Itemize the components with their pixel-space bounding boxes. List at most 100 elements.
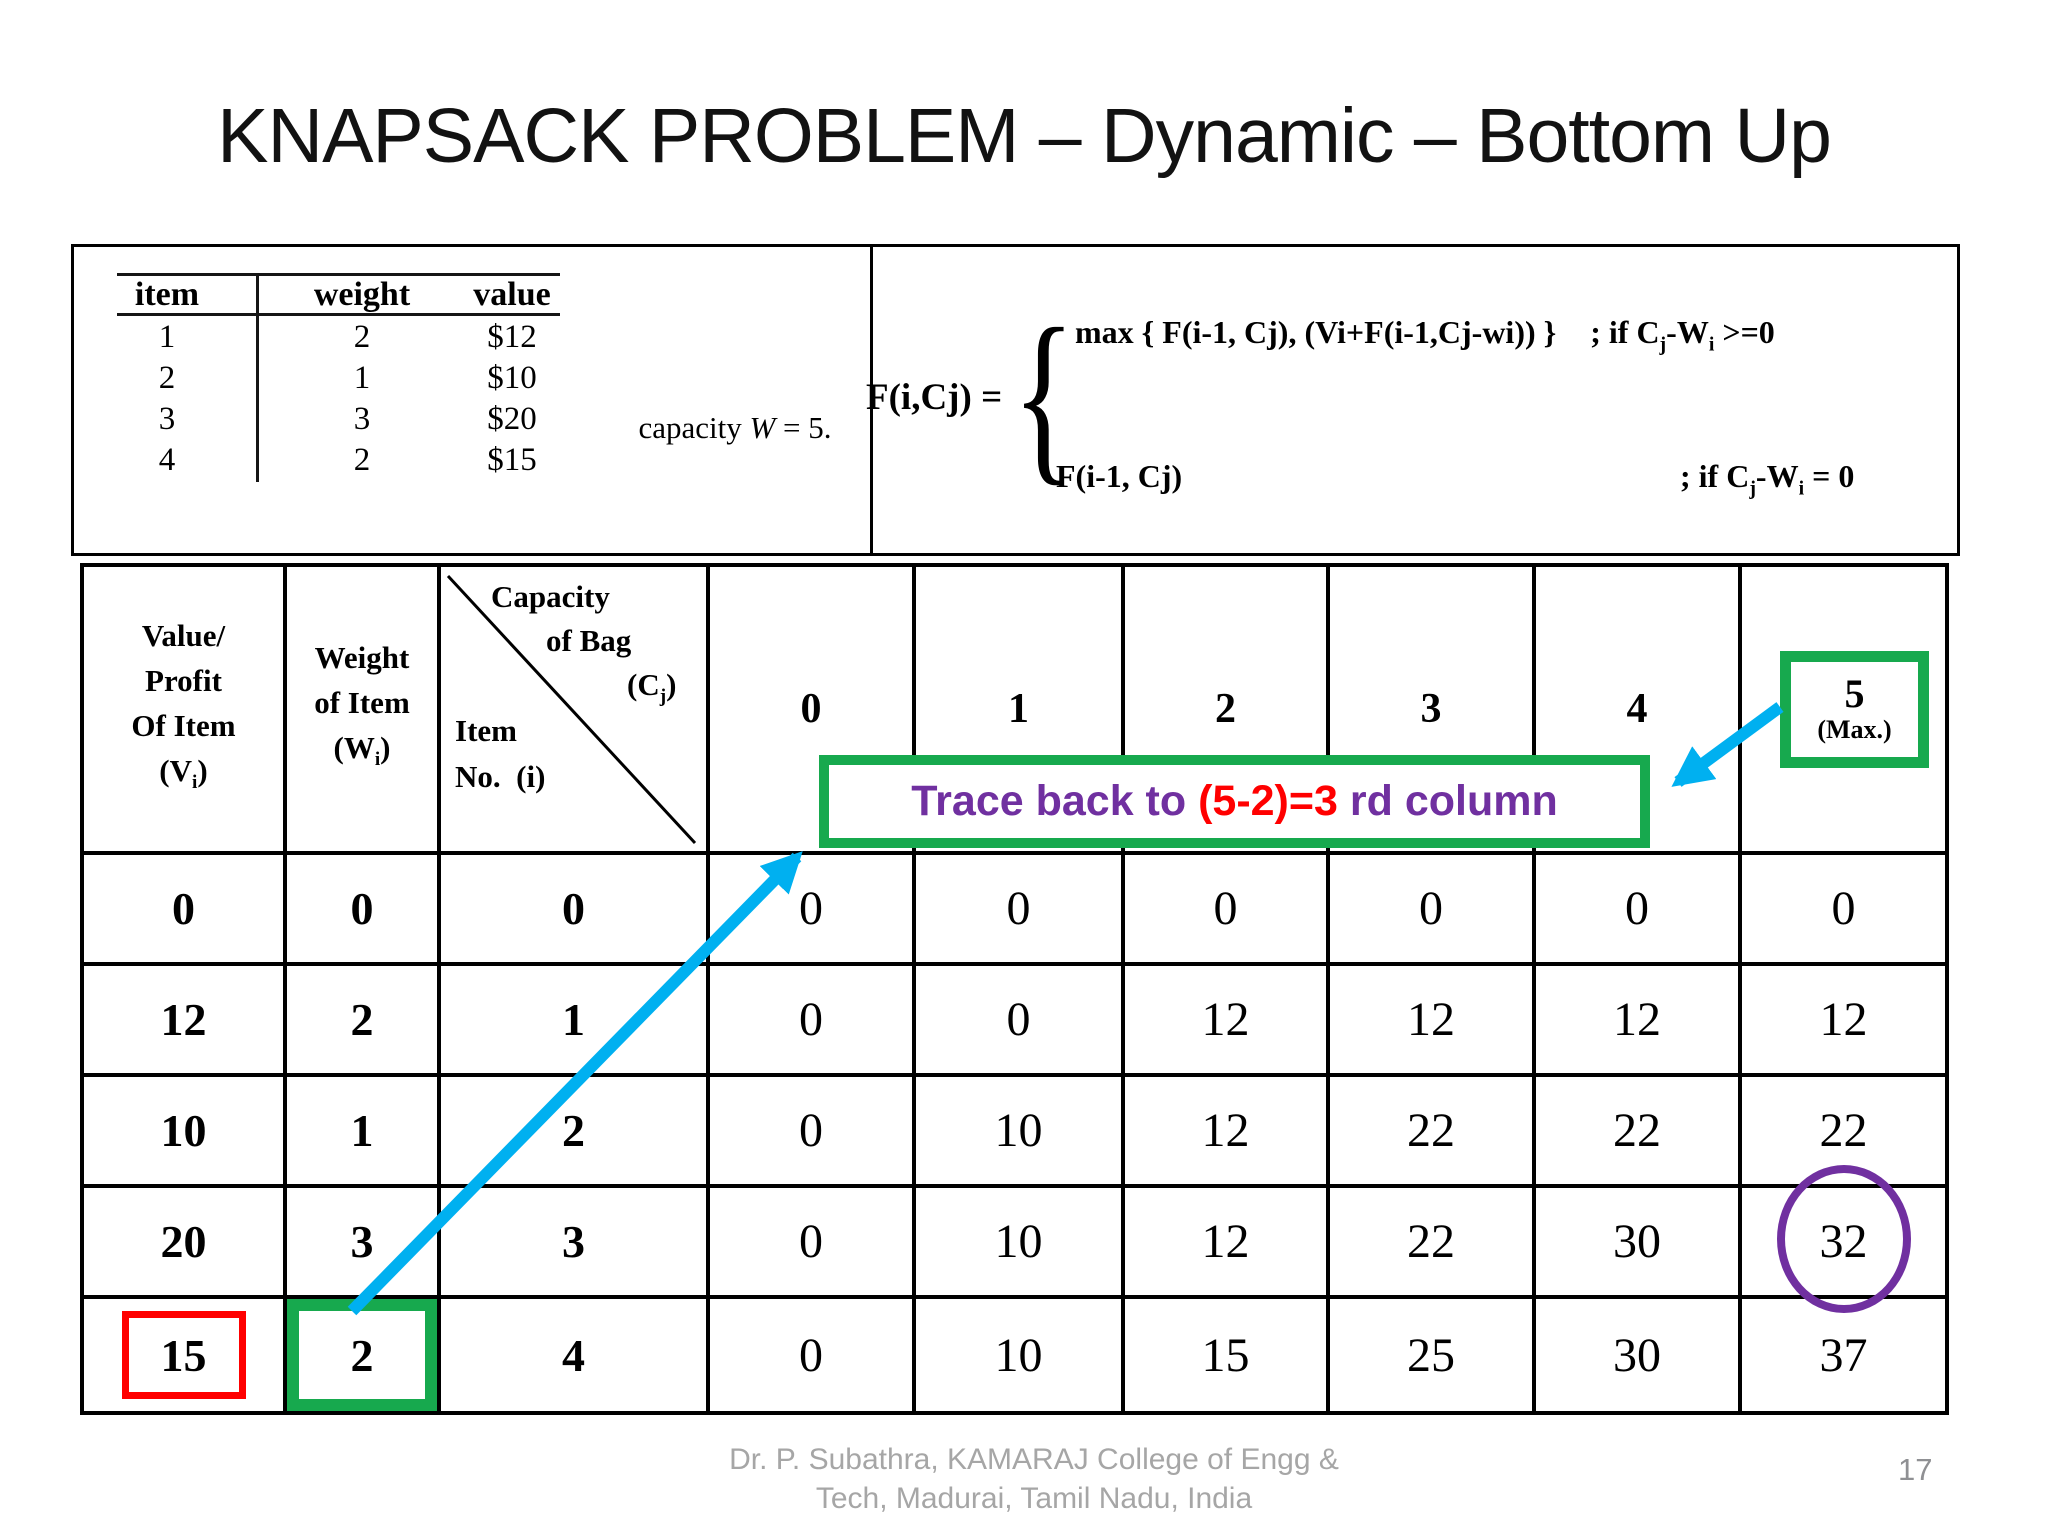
- dp-cell: 0: [912, 851, 1125, 966]
- dp-cell: 22: [1738, 1073, 1949, 1188]
- dp-itemno-cell: 4: [437, 1295, 710, 1415]
- dp-cell: 10: [912, 1184, 1125, 1299]
- dp-cell: 0: [1121, 851, 1330, 966]
- item-table-cell: 3: [158, 401, 176, 437]
- dp-cell: 22: [1532, 1073, 1742, 1188]
- item-no-label: No. (i): [455, 759, 546, 794]
- dp-cell: 32: [1738, 1164, 1949, 1313]
- capacity-label: Capacity: [491, 579, 610, 614]
- max-capacity-number: 5: [1844, 671, 1865, 716]
- item-table-row: 4 2 $15: [0, 440, 700, 480]
- item-table-cell: $20: [487, 401, 537, 437]
- capacity-item-header: Capacity of Bag (Cj) Item No. (i): [437, 563, 710, 855]
- dp-value-cell: 12: [80, 962, 287, 1077]
- weight-header: Weight of Item (Wi): [283, 563, 441, 855]
- dp-cell: 15: [1121, 1295, 1330, 1415]
- formula-case1-expr: max { F(i-1, Cj), (Vi+F(i-1,Cj-wi)) }: [1075, 314, 1557, 350]
- capacity-variable: W: [749, 410, 776, 445]
- item-table-cell: 2: [353, 442, 371, 478]
- item-table-cell: $12: [487, 319, 537, 355]
- dp-weight-cell: 3: [283, 1184, 441, 1299]
- footer-credit-line1: Dr. P. Subathra, KAMARAJ College of Engg…: [729, 1443, 1339, 1476]
- dp-cell: 0: [706, 1184, 916, 1299]
- item-table-cell: 2: [158, 360, 176, 396]
- item-table-header-rule: [117, 313, 560, 316]
- item-table-cell: $10: [487, 360, 537, 396]
- problem-formula-panel: [71, 244, 1960, 556]
- dp-value-cell: 20: [80, 1184, 287, 1299]
- item-col-header: item: [134, 276, 200, 313]
- dp-cell: 22: [1326, 1073, 1536, 1188]
- dp-cell: 12: [1326, 962, 1536, 1077]
- dp-itemno-cell: 2: [437, 1073, 710, 1188]
- trace-text-1: Trace back to: [911, 777, 1199, 825]
- dp-itemno-cell: 1: [437, 962, 710, 1077]
- dp-cell: 30: [1532, 1295, 1742, 1415]
- formula-brace: {: [1012, 289, 1076, 502]
- of-bag-label: of Bag: [546, 623, 632, 658]
- footer-credit-line2: Tech, Madurai, Tamil Nadu, India: [815, 1482, 1253, 1515]
- capacity-note: capacity W = 5.: [600, 410, 870, 446]
- page-number: 17: [1898, 1452, 1933, 1487]
- dp-cell: 0: [706, 1295, 916, 1415]
- page-title: KNAPSACK PROBLEM – Dynamic – Bottom Up: [217, 93, 1832, 179]
- trace-back-callout: Trace back to (5-2)=3 rd column: [819, 755, 1650, 848]
- dp-cell: 0: [1326, 851, 1536, 966]
- dp-cell: 12: [1121, 962, 1330, 1077]
- item-table-cell: 1: [353, 360, 371, 396]
- item-label: Item: [455, 713, 517, 748]
- capacity-col-5-max: 5 (Max.): [1738, 563, 1949, 855]
- dp-weight-cell: 0: [283, 851, 441, 966]
- dp-cell: 12: [1532, 962, 1742, 1077]
- dp-itemno-cell: 3: [437, 1184, 710, 1299]
- dp-cell: 0: [706, 1073, 916, 1188]
- footer-credit: Dr. P. Subathra, KAMARAJ College of Engg…: [634, 1440, 1434, 1518]
- dp-value-cell: 0: [80, 851, 287, 966]
- item-table-cell: 4: [158, 442, 176, 478]
- dp-cell: 10: [912, 1295, 1125, 1415]
- diagonal-line: [446, 574, 697, 845]
- dp-itemno-cell: 0: [437, 851, 710, 966]
- max-capacity-label: (Max.): [1817, 715, 1892, 744]
- trace-text-3: rd column: [1337, 777, 1558, 825]
- weight-col-header: weight: [313, 276, 411, 313]
- cj-label: (Cj): [627, 667, 677, 708]
- formula-case1: max { F(i-1, Cj), (Vi+F(i-1,Cj-wi)) } ; i…: [1075, 314, 1775, 356]
- trace-text-2: (5-2)=3: [1198, 777, 1338, 825]
- dp-weight-cell: 2: [283, 1295, 441, 1415]
- dp-cell: 12: [1121, 1073, 1330, 1188]
- value-header: Value/ Profit Of Item (Vi): [80, 563, 287, 855]
- capacity-text: capacity: [638, 410, 750, 445]
- item-table-cell: 1: [158, 319, 176, 355]
- item-table-cell: $15: [487, 442, 537, 478]
- dp-value-cell: 10: [80, 1073, 287, 1188]
- dp-value-cell: 15: [80, 1295, 287, 1415]
- dp-cell: 12: [1738, 962, 1949, 1077]
- value-col-header: value: [473, 276, 551, 313]
- formula-lhs: F(i,Cj) =: [866, 377, 1003, 418]
- item-table-cell: 3: [353, 401, 371, 437]
- dp-weight-cell: 2: [283, 962, 441, 1077]
- dp-cell: 0: [706, 962, 916, 1077]
- dp-cell: 0: [1738, 851, 1949, 966]
- red-highlight-box: 15: [121, 1311, 246, 1399]
- dp-cell: 0: [912, 962, 1125, 1077]
- dp-weight-cell: 1: [283, 1073, 441, 1188]
- dp-table: Value/ Profit Of Item (Vi) Weight of Ite…: [80, 563, 1949, 1415]
- formula-case1-cond: ; if Cj-Wi >=0: [1590, 314, 1775, 356]
- dp-header-row: Value/ Profit Of Item (Vi) Weight of Ite…: [80, 563, 1949, 855]
- item-table-divider: [256, 273, 259, 482]
- dp-cell: 0: [1532, 851, 1742, 966]
- purple-circle-annotation: [1776, 1164, 1911, 1313]
- dp-cell: 30: [1532, 1184, 1742, 1299]
- dp-cell: 0: [706, 851, 916, 966]
- green-highlight-box: 2: [287, 1299, 437, 1411]
- formula-case2-expr: F(i-1, Cj): [1056, 458, 1183, 494]
